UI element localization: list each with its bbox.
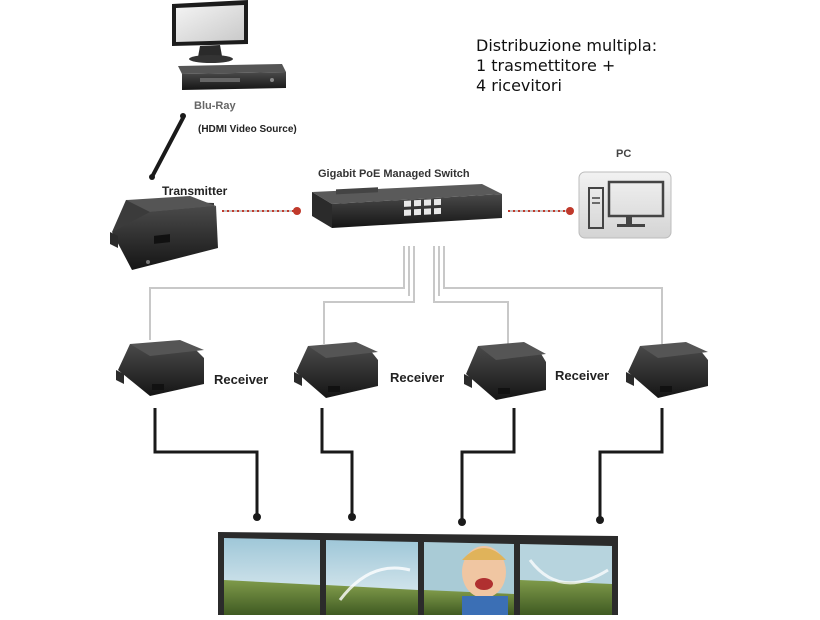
network-cable-transmitter-switch: [222, 207, 301, 215]
caption: Distribuzione multipla: 1 trasmettitore …: [476, 36, 657, 96]
receiver-2: [294, 342, 378, 398]
hdmi-cables-videowall: [153, 408, 664, 520]
pc-icon: [578, 171, 672, 239]
network-cable-switch-pc: [508, 207, 574, 215]
receiver-label-2: Receiver: [390, 370, 445, 385]
receiver-4: [626, 342, 708, 398]
video-wall-icon: [218, 532, 618, 615]
switch-label: Gigabit PoE Managed Switch: [318, 168, 470, 180]
bluray-player-icon: [178, 64, 286, 90]
hdmi-plugs-videowall: [253, 513, 604, 526]
caption-line-2: 1 trasmettitore +: [476, 56, 616, 75]
caption-line-3: 4 ricevitori: [476, 76, 562, 95]
hdmi-plug-top: [180, 113, 186, 119]
transmitter-label: Transmitter: [162, 184, 228, 198]
network-switch-icon: [312, 184, 502, 228]
source-title: Blu-Ray: [194, 100, 236, 112]
receiver-1: [116, 340, 204, 396]
receiver-3: [464, 342, 546, 400]
hdmi-cable-source: [151, 116, 185, 177]
source-subtitle: (HDMI Video Source): [198, 124, 297, 135]
monitor-icon: [172, 0, 248, 63]
pc-label: PC: [616, 148, 632, 160]
receiver-label-1: Receiver: [214, 372, 269, 387]
network-cables-receivers: [149, 246, 663, 344]
caption-line-1: Distribuzione multipla:: [476, 36, 658, 55]
receiver-label-3: Receiver: [555, 368, 610, 383]
transmitter-box-icon: [110, 196, 218, 270]
hdmi-plug-bottom: [149, 174, 155, 180]
